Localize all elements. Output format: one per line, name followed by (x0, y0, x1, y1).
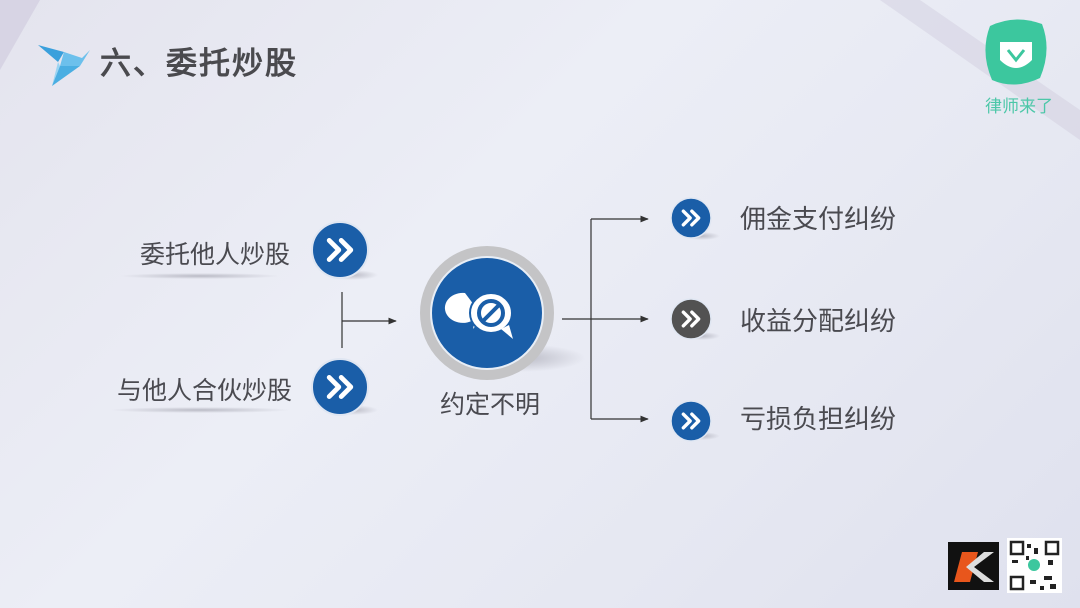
brand-name: 律师来了 (985, 97, 1053, 117)
page-title: 六、委托炒股 (100, 46, 298, 82)
left-item-label-1: 委托他人炒股 (139, 240, 290, 269)
lion-logo-icon (985, 19, 1047, 85)
left-item-label-2: 与他人合伙炒股 (116, 376, 292, 405)
speech-bubbles-prohibited-icon (420, 246, 554, 380)
right-item-label-3: 亏损负担纠纷 (740, 405, 897, 435)
right-chevron-icon-1 (670, 197, 712, 239)
left-chevron-icon-2 (311, 358, 369, 416)
right-item-label-2: 收益分配纠纷 (740, 307, 897, 337)
bird-logo-icon (38, 45, 90, 86)
k-logo-icon (948, 542, 999, 590)
center-label: 约定不明 (439, 390, 540, 419)
right-chevron-icon-2 (670, 298, 712, 340)
right-chevron-icon-3 (670, 400, 712, 442)
left-chevron-icon-1 (311, 221, 369, 279)
qr-code-icon (1007, 538, 1062, 593)
right-item-label-1: 佣金支付纠纷 (740, 205, 897, 235)
